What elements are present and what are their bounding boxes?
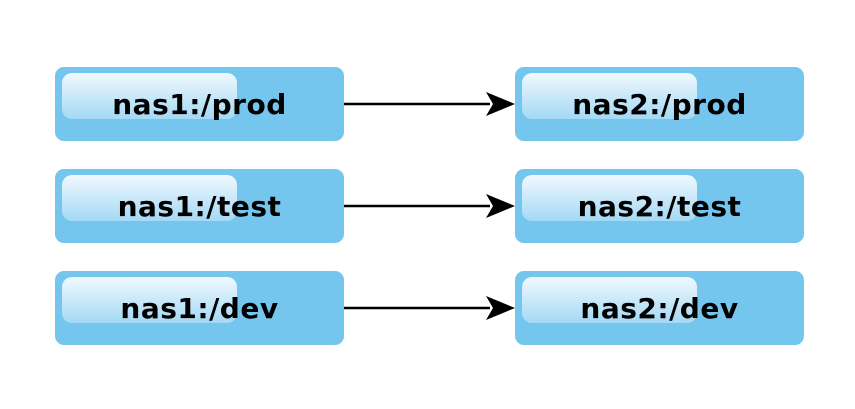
node-gloss [62, 277, 237, 323]
target-node-label: nas2:/prod [572, 87, 747, 121]
arrow-dev [344, 296, 515, 320]
source-node-test: nas1:/test [55, 169, 344, 243]
target-node-label: nas2:/test [577, 189, 742, 223]
source-node-label: nas1:/dev [120, 291, 279, 325]
node-gloss [522, 175, 697, 221]
node-gloss [62, 175, 237, 221]
arrow-test [344, 194, 515, 218]
source-node-dev: nas1:/dev [55, 271, 344, 345]
arrow-prod [344, 92, 515, 116]
target-node-label: nas2:/dev [580, 291, 739, 325]
target-node-dev: nas2:/dev [515, 271, 804, 345]
source-node-prod: nas1:/prod [55, 67, 344, 141]
target-node-prod: nas2:/prod [515, 67, 804, 141]
source-node-label: nas1:/prod [112, 87, 287, 121]
node-gloss [522, 277, 697, 323]
node-gloss [62, 73, 237, 119]
target-node-test: nas2:/test [515, 169, 804, 243]
node-gloss [522, 73, 697, 119]
source-node-label: nas1:/test [117, 189, 282, 223]
